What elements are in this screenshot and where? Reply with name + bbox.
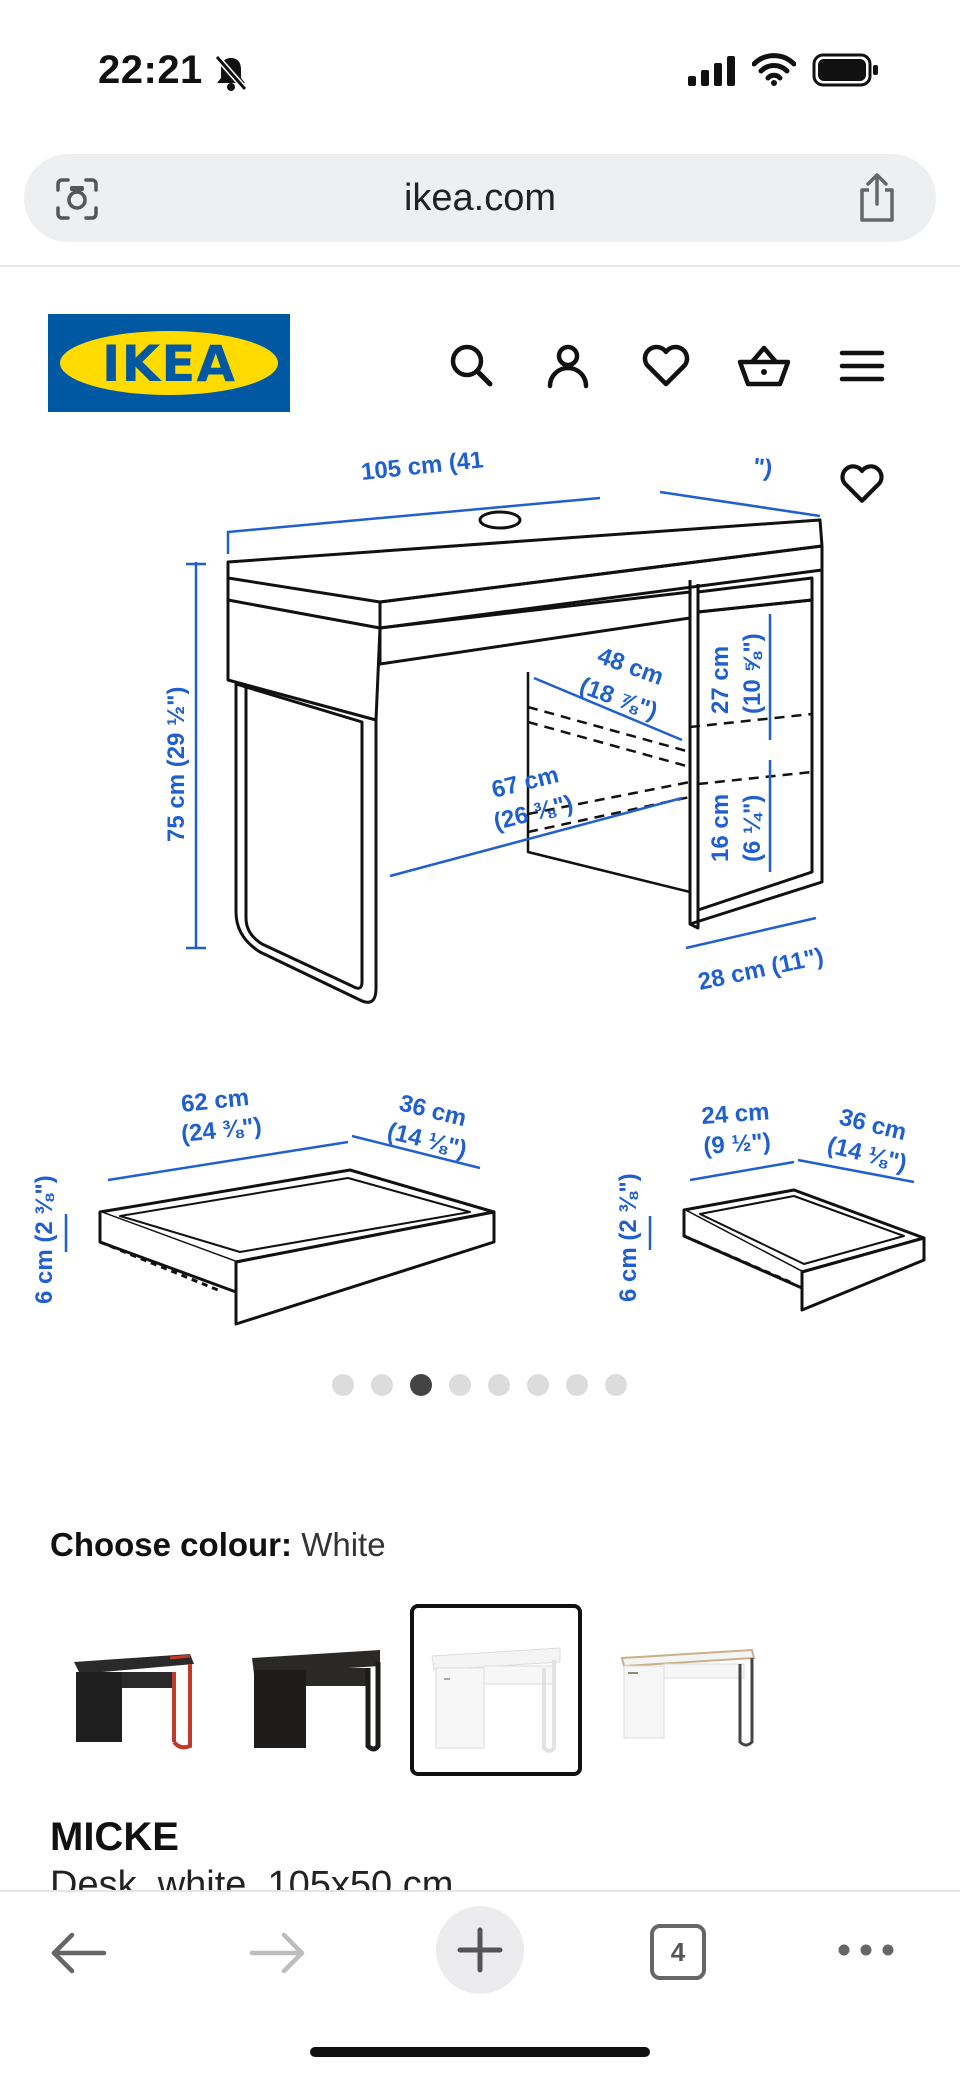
colour-swatch-white-selected[interactable]	[410, 1604, 582, 1776]
silent-bell-icon	[214, 54, 248, 97]
colour-swatch-black-brown-red[interactable]	[50, 1606, 214, 1770]
colour-swatch-white-oak[interactable]	[614, 1606, 778, 1770]
colour-value: White	[301, 1526, 386, 1563]
carousel-dot[interactable]	[605, 1374, 627, 1396]
product-name: MICKE	[50, 1815, 179, 1859]
carousel-dot[interactable]	[449, 1374, 471, 1396]
dim-drawer1-height: 6 cm (2 ⅜")	[31, 1175, 58, 1304]
dim-shelf-height-cm: 27 cm	[707, 646, 734, 714]
dim-lower-height-cm: 16 cm	[707, 794, 734, 862]
search-icon[interactable]	[444, 338, 500, 394]
carousel-dot[interactable]	[332, 1374, 354, 1396]
status-time: 22:21	[98, 48, 203, 92]
dim-lower-height-in: (6 ¼")	[739, 795, 766, 862]
back-arrow-icon[interactable]	[48, 1930, 108, 1981]
battery-icon	[812, 52, 880, 93]
carousel-dot[interactable]	[488, 1374, 510, 1396]
forward-arrow-icon[interactable]	[248, 1930, 308, 1981]
product-image-dimensions[interactable]: 105 cm (41 ") 75 cm (29 ½") 48 cm (18 ⅞"…	[0, 446, 960, 1352]
wishlist-heart-icon[interactable]	[638, 338, 694, 394]
carousel-dot[interactable]	[527, 1374, 549, 1396]
divider	[0, 265, 960, 267]
dim-drawer2-height: 6 cm (2 ⅜")	[615, 1173, 642, 1302]
more-options-icon[interactable]	[836, 1930, 896, 1975]
carousel-dot[interactable]	[566, 1374, 588, 1396]
url-text[interactable]: ikea.com	[403, 177, 557, 219]
colour-chooser-label: Choose colour: White	[50, 1526, 386, 1564]
dim-drawer2-width-cm: 24 cm	[701, 1098, 771, 1130]
wifi-icon	[751, 52, 797, 91]
colour-label: Choose colour:	[50, 1526, 293, 1563]
shopping-basket-icon[interactable]	[736, 338, 792, 394]
carousel-dots[interactable]	[332, 1374, 627, 1396]
tab-switcher-button[interactable]: 4	[650, 1924, 706, 1980]
colour-swatch-black-brown[interactable]	[240, 1606, 404, 1770]
camera-search-icon[interactable]	[54, 176, 100, 227]
share-icon[interactable]	[854, 172, 900, 229]
carousel-dot[interactable]	[371, 1374, 393, 1396]
menu-icon[interactable]	[834, 338, 890, 394]
cellular-signal-icon	[688, 56, 736, 91]
dim-desk-height: 75 cm (29 ½")	[163, 687, 190, 842]
dim-drawer2-width-in: (9 ½")	[703, 1128, 772, 1160]
logo-oval: IKEA	[60, 331, 278, 395]
product-description: Desk, white, 105x50 cm	[50, 1864, 454, 1890]
logo-text: IKEA	[101, 335, 237, 393]
new-tab-plus-button[interactable]	[436, 1906, 524, 1994]
home-indicator	[310, 2047, 650, 2057]
address-bar[interactable]: ikea.com	[24, 154, 936, 242]
account-icon[interactable]	[540, 338, 596, 394]
browser-toolbar: 4	[0, 1890, 960, 2083]
dim-desk-depth: ")	[751, 453, 774, 482]
ikea-logo[interactable]: IKEA	[48, 314, 290, 412]
save-to-wishlist-heart-icon[interactable]	[836, 458, 888, 515]
carousel-dot[interactable]	[410, 1374, 432, 1396]
dim-shelf-height-in: (10 ⅝")	[739, 633, 766, 714]
